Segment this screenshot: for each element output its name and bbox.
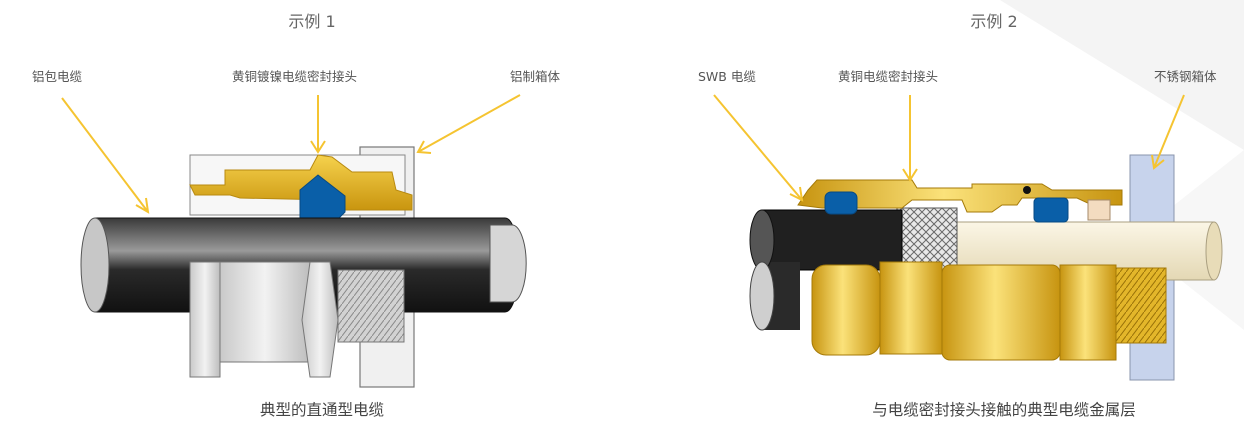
arrowhead-enclosure-2 xyxy=(1151,154,1165,170)
seal-spacer xyxy=(1087,199,1111,221)
arrow-enclosure-2 xyxy=(1153,94,1185,169)
arrow-enclosure-1 xyxy=(417,94,521,153)
arrowhead-gland-1 xyxy=(310,140,326,154)
gland-hex-lower xyxy=(1059,264,1117,361)
example-2-diagram xyxy=(713,94,1223,381)
label-enclosure-2: 不锈钢箱体 xyxy=(1154,69,1217,84)
example-2-caption: 与电缆密封接头接触的典型电缆金属层 xyxy=(872,401,1136,419)
gland-body-lower xyxy=(219,261,311,363)
example-1-diagram xyxy=(61,94,527,388)
inner-cable-end xyxy=(1205,221,1223,281)
label-gland-2: 黄铜电缆密封接头 xyxy=(838,69,939,84)
label-gland-1: 黄铜镀镍电缆密封接头 xyxy=(232,69,358,84)
label-enclosure-1: 铝制箱体 xyxy=(510,69,561,84)
cable-end-right xyxy=(489,224,527,303)
example-2-panel: 示例 2 SWB 电缆 黄铜电缆密封接头 不锈钢箱体 与电缆密封接头接触的典型电… xyxy=(622,0,1244,423)
gland-nut-lower xyxy=(811,264,881,356)
cable-braid xyxy=(896,207,958,271)
example-1-caption: 典型的直通型电缆 xyxy=(259,401,384,419)
cable-end-left xyxy=(749,209,775,271)
gland-brass-upper xyxy=(189,154,413,211)
gland-thread-lower xyxy=(1115,267,1167,344)
arrow-cable-1 xyxy=(61,97,149,213)
label-cable-1: 铝包电缆 xyxy=(32,69,83,84)
cable-sheath xyxy=(761,209,903,271)
background-wedge-top xyxy=(1000,0,1244,150)
arrowhead-cable-2 xyxy=(789,186,804,202)
arrowhead-cable-1 xyxy=(135,197,150,214)
arrowhead-gland-2 xyxy=(902,168,918,182)
gland-hex-lower xyxy=(301,261,339,378)
o-ring xyxy=(1023,186,1031,194)
arrow-cable-2 xyxy=(713,94,803,201)
label-cable-2: SWB 电缆 xyxy=(698,69,756,84)
cable-end-left xyxy=(80,217,110,313)
cable-end-lower xyxy=(749,261,775,331)
example-1-panel: 示例 1 铝包电缆 黄铜镀镍电缆密封接头 铝制箱体 典型的直通型电缆 xyxy=(32,12,561,419)
example-2-title: 示例 2 xyxy=(970,12,1018,31)
seal-ring-outer xyxy=(824,191,858,215)
gland-nut-lower xyxy=(189,261,221,378)
gland-collar-lower xyxy=(879,261,943,355)
arrowhead-enclosure-1 xyxy=(416,140,432,154)
example-1-title: 示例 1 xyxy=(288,12,336,31)
gland-body-lower xyxy=(941,264,1061,361)
gland-thread-lower xyxy=(337,269,405,343)
seal-ring-inner xyxy=(1033,197,1069,223)
